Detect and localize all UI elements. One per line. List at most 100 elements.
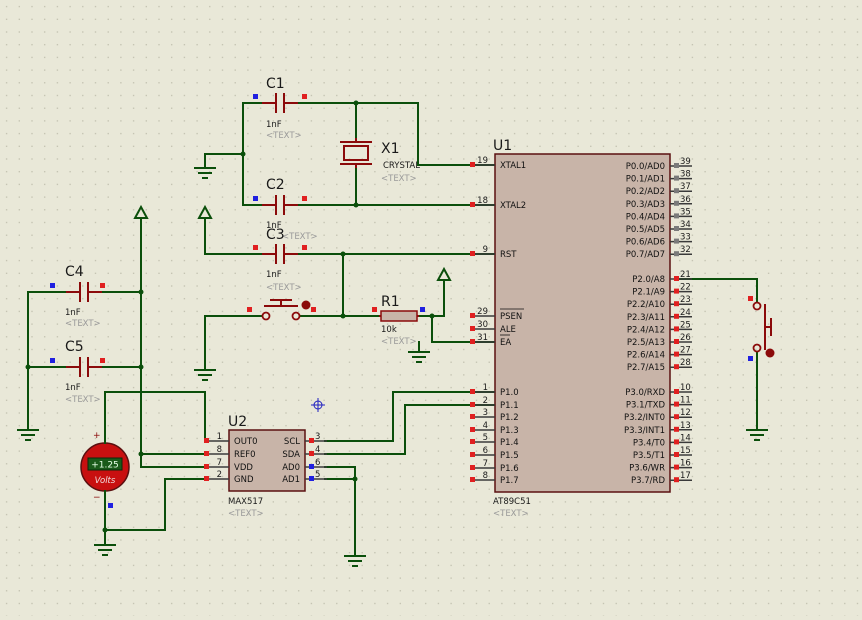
u1-pin-number: 25 (680, 320, 691, 330)
u2-pin-name: SDA (282, 450, 300, 460)
u1-pin-number: 8 (483, 471, 488, 481)
u1-pin-name: P2.4/A12 (627, 325, 665, 335)
u1-pin-number: 18 (477, 196, 488, 206)
u1-pin-name: P0.5/AD5 (626, 225, 665, 235)
u1-pin-number: 13 (680, 421, 691, 431)
capacitor-c1[interactable]: C1 1nF <TEXT> (253, 76, 307, 141)
capacitor-c3[interactable]: C3 1nF <TEXT> (253, 227, 307, 293)
u1-tag: <TEXT> (493, 509, 529, 519)
u1-pin-number: 7 (483, 459, 488, 469)
u1-pin-number: 31 (477, 333, 488, 343)
c4-tag: <TEXT> (65, 319, 101, 329)
resistor-r1[interactable]: R1 10k <TEXT> (372, 294, 425, 347)
u1-pin-number: 5 (483, 433, 488, 443)
u2-pin-number: 1 (217, 432, 222, 442)
dc-voltmeter[interactable]: +1.25 Volts + − (80, 429, 130, 508)
u1-pin-name: PSEN (500, 312, 522, 322)
r1-value: 10k (381, 325, 397, 335)
u2-pin-name: VDD (234, 463, 253, 473)
u1-pin-name: P0.7/AD7 (626, 250, 665, 260)
ground-icon (408, 351, 430, 363)
u1-pin-name: P2.2/A10 (627, 300, 665, 310)
u1-pin-number: 9 (483, 245, 488, 255)
u2-part: MAX517 (228, 497, 263, 507)
ground-icon (194, 369, 216, 381)
c4-ref: C4 (65, 264, 84, 280)
u1-pin-name: P2.3/A11 (627, 313, 665, 323)
capacitor-c2[interactable]: C2 1nF <TEXT> (253, 177, 318, 242)
power-arrow-icon (197, 204, 213, 219)
u1-pin-number: 17 (680, 471, 691, 481)
u1-pin-name: P0.2/AD2 (626, 187, 665, 197)
u1-pin-number: 28 (680, 358, 691, 368)
capacitor-c4[interactable]: C4 1nF <TEXT> (50, 264, 105, 329)
u1-pin-name: P3.4/T0 (633, 438, 665, 448)
reset-pushbutton[interactable] (247, 299, 316, 321)
u1-pin-name: RST (500, 250, 517, 260)
u1-pin-name: P2.7/A15 (627, 363, 665, 373)
u2-pin-name: OUT0 (234, 437, 258, 447)
u1-pin-name: ALE (500, 325, 516, 335)
ground-icon (194, 167, 216, 179)
u1-pin-number: 32 (680, 245, 691, 255)
u1-pin-number: 3 (483, 408, 488, 418)
u1-pin-name: XTAL1 (500, 161, 526, 171)
u2-pin-number: 8 (217, 445, 222, 455)
crystal-x1[interactable]: X1 CRYSTAL <TEXT> (340, 138, 420, 184)
x1-ref: X1 (381, 141, 400, 157)
p20-pushbutton[interactable] (748, 296, 775, 361)
capacitor-c5[interactable]: C5 1nF <TEXT> (50, 339, 105, 405)
